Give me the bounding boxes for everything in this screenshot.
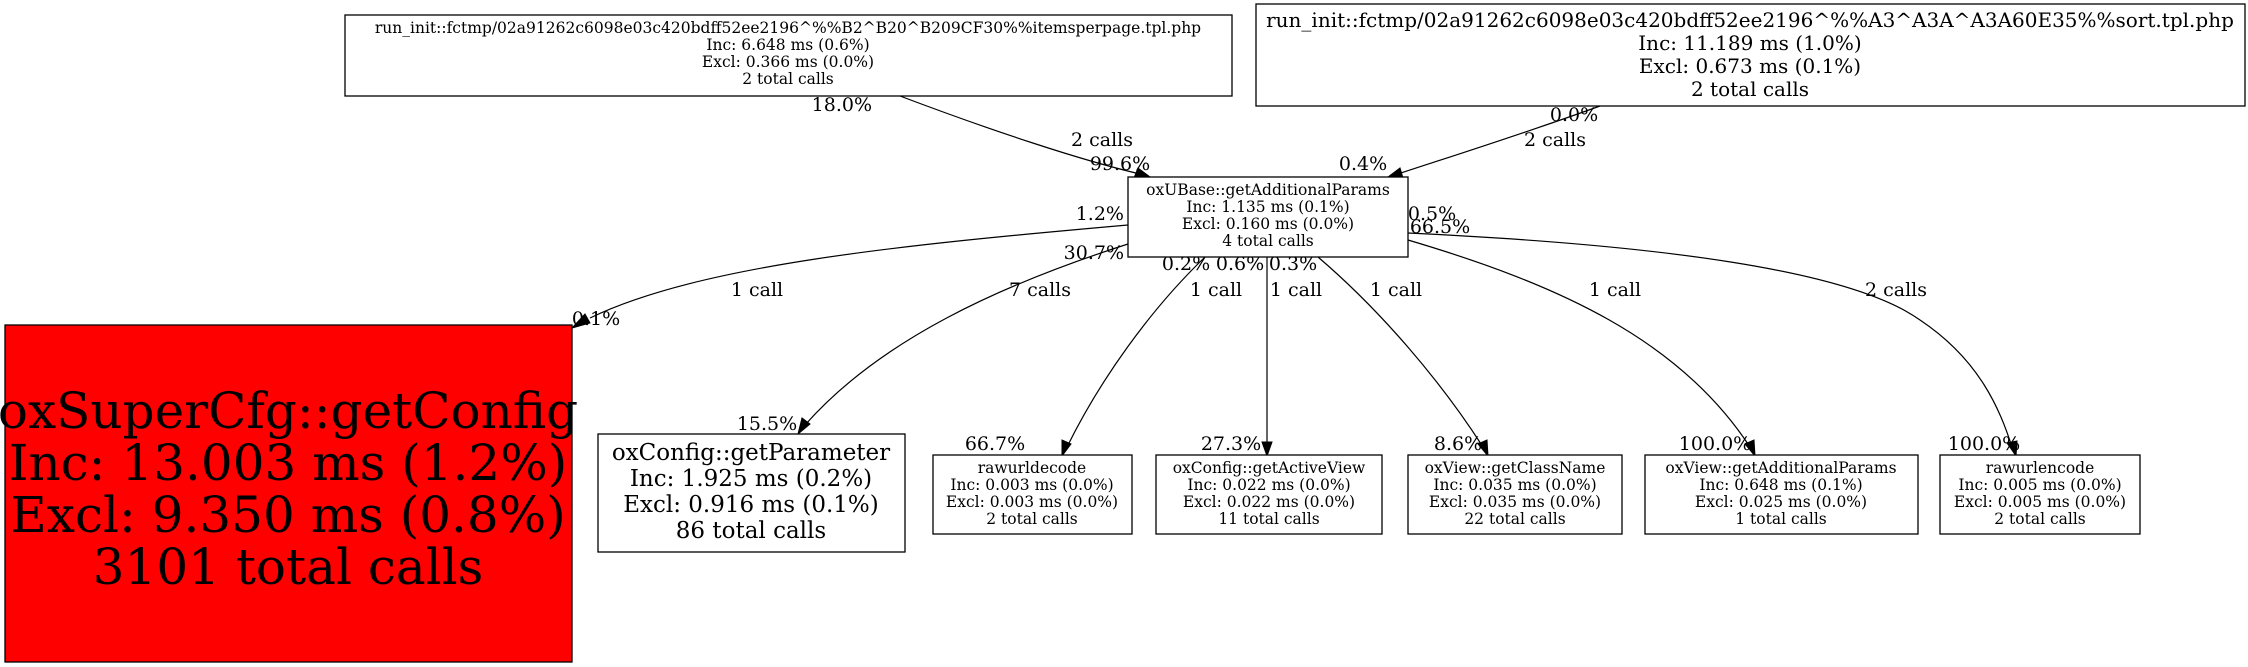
edge-ubase-to-getparameter[interactable]: 30.7% 7 calls 15.5% xyxy=(737,242,1129,436)
node-total-calls: 22 total calls xyxy=(1464,510,1565,528)
edge-calls-label: 2 calls xyxy=(1865,279,1927,301)
node-total-calls: 4 total calls xyxy=(1222,232,1314,250)
node-exclusive-time: Excl: 0.022 ms (0.0%) xyxy=(1183,493,1355,511)
node-total-calls: 2 total calls xyxy=(986,510,1078,528)
edge-calls-label: 1 call xyxy=(1190,279,1242,301)
arrowhead-icon xyxy=(1061,439,1072,458)
arrowhead-icon xyxy=(570,313,591,329)
node-sort-tpl[interactable]: run_init::fctmp/02a91262c6098e03c420bdff… xyxy=(1255,3,2246,107)
edge-ubase-to-rawurlencode[interactable]: 0.5% 2 calls 100.0% xyxy=(1408,203,2020,458)
edge-tail-pct: 0.6% xyxy=(1216,253,1264,275)
node-inclusive-time: Inc: 0.003 ms (0.0%) xyxy=(950,476,1113,494)
edge-itemsperpage-to-ubase[interactable]: 18.0% 2 calls 99.6% xyxy=(812,94,1152,179)
arrowhead-icon xyxy=(2006,440,2018,458)
node-title: oxConfig::getParameter xyxy=(612,440,890,466)
arrowhead-icon xyxy=(1477,439,1489,458)
node-rawurldecode[interactable]: rawurldecode Inc: 0.003 ms (0.0%) Excl: … xyxy=(932,454,1133,535)
node-inclusive-time: Inc: 0.005 ms (0.0%) xyxy=(1958,476,2121,494)
edge-tail-pct: 0.3% xyxy=(1269,253,1317,275)
edge-head-pct: 15.5% xyxy=(737,413,797,435)
node-total-calls: 2 total calls xyxy=(1691,77,1809,101)
edge-calls-label: 7 calls xyxy=(1009,279,1071,301)
node-exclusive-time: Excl: 0.366 ms (0.0%) xyxy=(702,53,874,71)
edge-tail-pct: 0.0% xyxy=(1550,104,1598,126)
node-title: oxConfig::getActiveView xyxy=(1173,459,1366,477)
edge-tail-pct: 66.5% xyxy=(1410,216,1470,238)
node-exclusive-time: Excl: 9.350 ms (0.8%) xyxy=(10,486,565,544)
node-exclusive-time: Excl: 0.025 ms (0.0%) xyxy=(1695,493,1867,511)
arrowhead-icon xyxy=(1744,439,1756,458)
node-exclusive-time: Excl: 0.003 ms (0.0%) xyxy=(946,493,1118,511)
node-title: run_init::fctmp/02a91262c6098e03c420bdff… xyxy=(375,19,1201,37)
edge-head-pct: 8.6% xyxy=(1434,433,1482,455)
node-total-calls: 2 total calls xyxy=(1994,510,2086,528)
edge-tail-pct: 0.5% xyxy=(1408,203,1456,225)
node-title: rawurldecode xyxy=(978,459,1086,477)
node-exclusive-time: Excl: 0.005 ms (0.0%) xyxy=(1954,493,2126,511)
nodes: run_init::fctmp/02a91262c6098e03c420bdff… xyxy=(0,3,2246,663)
node-inclusive-time: Inc: 11.189 ms (1.0%) xyxy=(1638,31,1861,55)
node-total-calls: 11 total calls xyxy=(1218,510,1319,528)
node-inclusive-time: Inc: 0.648 ms (0.1%) xyxy=(1699,476,1862,494)
arrowhead-icon xyxy=(1261,441,1273,458)
node-itemsperpage-tpl[interactable]: run_init::fctmp/02a91262c6098e03c420bdff… xyxy=(344,14,1233,97)
node-total-calls: 3101 total calls xyxy=(93,538,484,596)
arrowhead-icon xyxy=(797,417,811,436)
edge-ubase-to-viewparams[interactable]: 66.5% 1 call 100.0% xyxy=(1407,216,1756,458)
edge-tail-pct: 1.2% xyxy=(1076,203,1124,225)
edge-sort-to-ubase[interactable]: 0.0% 2 calls 0.4% xyxy=(1339,104,1601,179)
node-inclusive-time: Inc: 13.003 ms (1.2%) xyxy=(9,434,568,492)
edge-calls-label: 2 calls xyxy=(1524,129,1586,151)
edge-calls-label: 1 call xyxy=(1370,279,1422,301)
edge-tail-pct: 18.0% xyxy=(812,94,872,116)
edge-ubase-to-rawurldecode[interactable]: 0.2% 1 call 66.7% xyxy=(965,253,1242,458)
edge-ubase-to-activeview[interactable]: 0.6% 1 call 27.3% xyxy=(1201,253,1322,458)
node-inclusive-time: Inc: 0.022 ms (0.0%) xyxy=(1187,476,1350,494)
edge-calls-label: 1 call xyxy=(1589,279,1641,301)
node-inclusive-time: Inc: 0.035 ms (0.0%) xyxy=(1433,476,1596,494)
edge-head-pct: 66.7% xyxy=(965,433,1025,455)
node-inclusive-time: Inc: 6.648 ms (0.6%) xyxy=(706,36,869,54)
node-title: rawurlencode xyxy=(1986,459,2095,477)
edge-head-pct: 100.0% xyxy=(1948,433,2020,455)
node-oxconfig-getactiveview[interactable]: oxConfig::getActiveView Inc: 0.022 ms (0… xyxy=(1155,454,1383,535)
edge-head-pct: 99.6% xyxy=(1090,153,1150,175)
node-title: oxView::getClassName xyxy=(1425,459,1606,477)
edge-calls-label: 1 call xyxy=(731,279,783,301)
node-title: oxUBase::getAdditionalParams xyxy=(1146,181,1390,199)
node-inclusive-time: Inc: 1.925 ms (0.2%) xyxy=(630,466,872,492)
node-oxubase-getadditionalparams[interactable]: oxUBase::getAdditionalParams Inc: 1.135 … xyxy=(1127,176,1409,258)
node-total-calls: 2 total calls xyxy=(742,70,834,88)
edge-calls-label: 1 call xyxy=(1270,279,1322,301)
node-inclusive-time: Inc: 1.135 ms (0.1%) xyxy=(1186,198,1349,216)
node-total-calls: 86 total calls xyxy=(676,518,826,544)
edge-head-pct: 0.1% xyxy=(572,308,620,330)
node-oxsupercfg-getconfig[interactable]: oxSuperCfg::getConfig Inc: 13.003 ms (1.… xyxy=(0,324,578,663)
edge-head-pct: 0.4% xyxy=(1339,153,1387,175)
node-oxconfig-getparameter[interactable]: oxConfig::getParameter Inc: 1.925 ms (0.… xyxy=(597,433,906,553)
edge-ubase-to-supercfg[interactable]: 1.2% 1 call 0.1% xyxy=(570,203,1129,330)
node-oxview-getadditionalparams[interactable]: oxView::getAdditionalParams Inc: 0.648 m… xyxy=(1644,454,1919,535)
edge-tail-pct: 0.2% xyxy=(1162,253,1210,275)
node-total-calls: 1 total calls xyxy=(1735,510,1827,528)
edge-calls-label: 2 calls xyxy=(1071,129,1133,151)
edge-tail-pct: 30.7% xyxy=(1064,242,1124,264)
node-exclusive-time: Excl: 0.673 ms (0.1%) xyxy=(1639,54,1861,78)
node-title: run_init::fctmp/02a91262c6098e03c420bdff… xyxy=(1266,8,2234,32)
edge-head-pct: 100.0% xyxy=(1679,433,1751,455)
edge-ubase-to-classname[interactable]: 0.3% 1 call 8.6% xyxy=(1269,253,1489,458)
node-title: oxView::getAdditionalParams xyxy=(1665,459,1896,477)
node-exclusive-time: Excl: 0.160 ms (0.0%) xyxy=(1182,215,1354,233)
edges: 18.0% 2 calls 99.6% 0.0% 2 calls 0.4% 1.… xyxy=(570,94,2020,458)
node-oxview-getclassname[interactable]: oxView::getClassName Inc: 0.035 ms (0.0%… xyxy=(1407,454,1623,535)
node-exclusive-time: Excl: 0.035 ms (0.0%) xyxy=(1429,493,1601,511)
node-exclusive-time: Excl: 0.916 ms (0.1%) xyxy=(623,492,879,518)
node-rawurlencode[interactable]: rawurlencode Inc: 0.005 ms (0.0%) Excl: … xyxy=(1939,454,2141,535)
edge-head-pct: 27.3% xyxy=(1201,433,1261,455)
node-title: oxSuperCfg::getConfig xyxy=(0,382,578,440)
